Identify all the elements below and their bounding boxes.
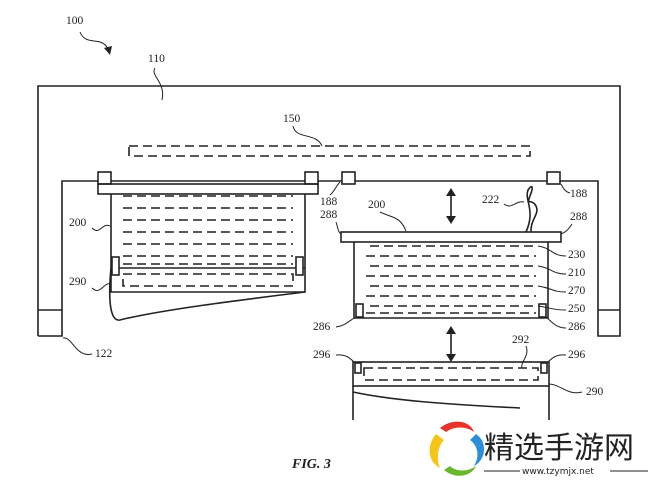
leader-left-290 — [91, 283, 111, 291]
housing-outline — [37, 85, 621, 337]
left-tray-flange — [97, 183, 319, 195]
drawer-handle-curve — [352, 391, 521, 409]
leader-230 — [537, 245, 567, 257]
mount-right-b — [546, 171, 561, 185]
logo-swirl-blue — [470, 434, 485, 466]
label-100: 100 — [66, 15, 84, 27]
label-288-right: 288 — [570, 211, 588, 223]
latch-286-right — [538, 303, 547, 318]
leader-right-200 — [379, 211, 407, 232]
leader-296-left — [335, 354, 356, 364]
label-left-290: 290 — [69, 276, 87, 288]
logo-swirl-red — [440, 421, 474, 432]
label-left-200: 200 — [69, 217, 87, 229]
left-tray-latch-l — [111, 256, 120, 276]
mount-left-b — [304, 171, 319, 185]
label-110: 110 — [148, 53, 165, 65]
cable-222 — [525, 185, 538, 233]
leader-left-200 — [91, 224, 111, 231]
leader-290 — [548, 383, 583, 394]
label-230: 230 — [568, 249, 586, 261]
drawer-panel-292 — [363, 367, 539, 381]
left-tray-latch-r — [295, 256, 304, 276]
leader-250 — [537, 305, 567, 311]
drawer-latch-296-left — [354, 362, 362, 374]
figure-caption: FIG. 3 — [291, 457, 331, 472]
label-122: 122 — [95, 348, 113, 360]
label-296-right: 296 — [568, 349, 586, 361]
label-296-left: 296 — [313, 349, 331, 361]
leader-286-right — [545, 316, 567, 329]
logo-swirl-green — [444, 466, 476, 476]
right-tray-flange — [340, 231, 562, 243]
leader-122 — [62, 337, 93, 355]
drawer-latch-296-right — [540, 362, 548, 374]
lower-drawer-290 — [352, 361, 550, 387]
leader-288-left — [335, 221, 342, 235]
leader-292 — [521, 345, 528, 369]
latch-286-left — [355, 303, 364, 318]
label-188-right: 188 — [570, 188, 588, 200]
leader-222 — [503, 201, 525, 207]
label-292: 292 — [512, 334, 530, 346]
label-250: 250 — [568, 303, 586, 315]
leader-110 — [153, 67, 164, 101]
label-150: 150 — [283, 113, 301, 125]
up-down-arrow-upper — [446, 188, 456, 224]
up-down-arrow-lower — [446, 326, 456, 362]
left-tray-layers — [122, 195, 294, 287]
mount-right-a — [341, 171, 356, 185]
leader-100 — [79, 31, 109, 53]
label-286-right: 286 — [568, 321, 586, 333]
leader-188-right — [560, 183, 571, 194]
mount-left-a — [97, 171, 112, 185]
label-188-left: 188 — [320, 196, 338, 208]
left-drawer-handle — [108, 267, 306, 321]
label-270: 270 — [568, 285, 586, 297]
leader-288-right — [560, 223, 573, 235]
watermark-title: 精选手游网 — [484, 431, 634, 466]
label-210: 210 — [568, 267, 586, 279]
leader-286-left — [335, 317, 355, 328]
leader-188-left — [329, 181, 341, 196]
leader-270 — [537, 285, 567, 293]
arrowhead-100 — [104, 46, 112, 55]
leader-150 — [292, 125, 323, 147]
label-286-left: 286 — [313, 321, 331, 333]
right-tray-layers — [366, 245, 536, 314]
watermark-url: www.tzymjx.net — [522, 467, 594, 477]
label-288-left: 288 — [320, 209, 338, 221]
label-right-200: 200 — [368, 199, 386, 211]
leader-210 — [537, 265, 567, 275]
watermark-logo — [429, 421, 485, 476]
logo-swirl-yellow — [429, 434, 444, 468]
left-tray-body — [110, 194, 306, 293]
label-290: 290 — [586, 386, 604, 398]
top-panel-150 — [128, 145, 531, 157]
right-tray-body — [353, 242, 549, 319]
label-222: 222 — [482, 194, 500, 206]
leader-296-right — [546, 354, 567, 364]
